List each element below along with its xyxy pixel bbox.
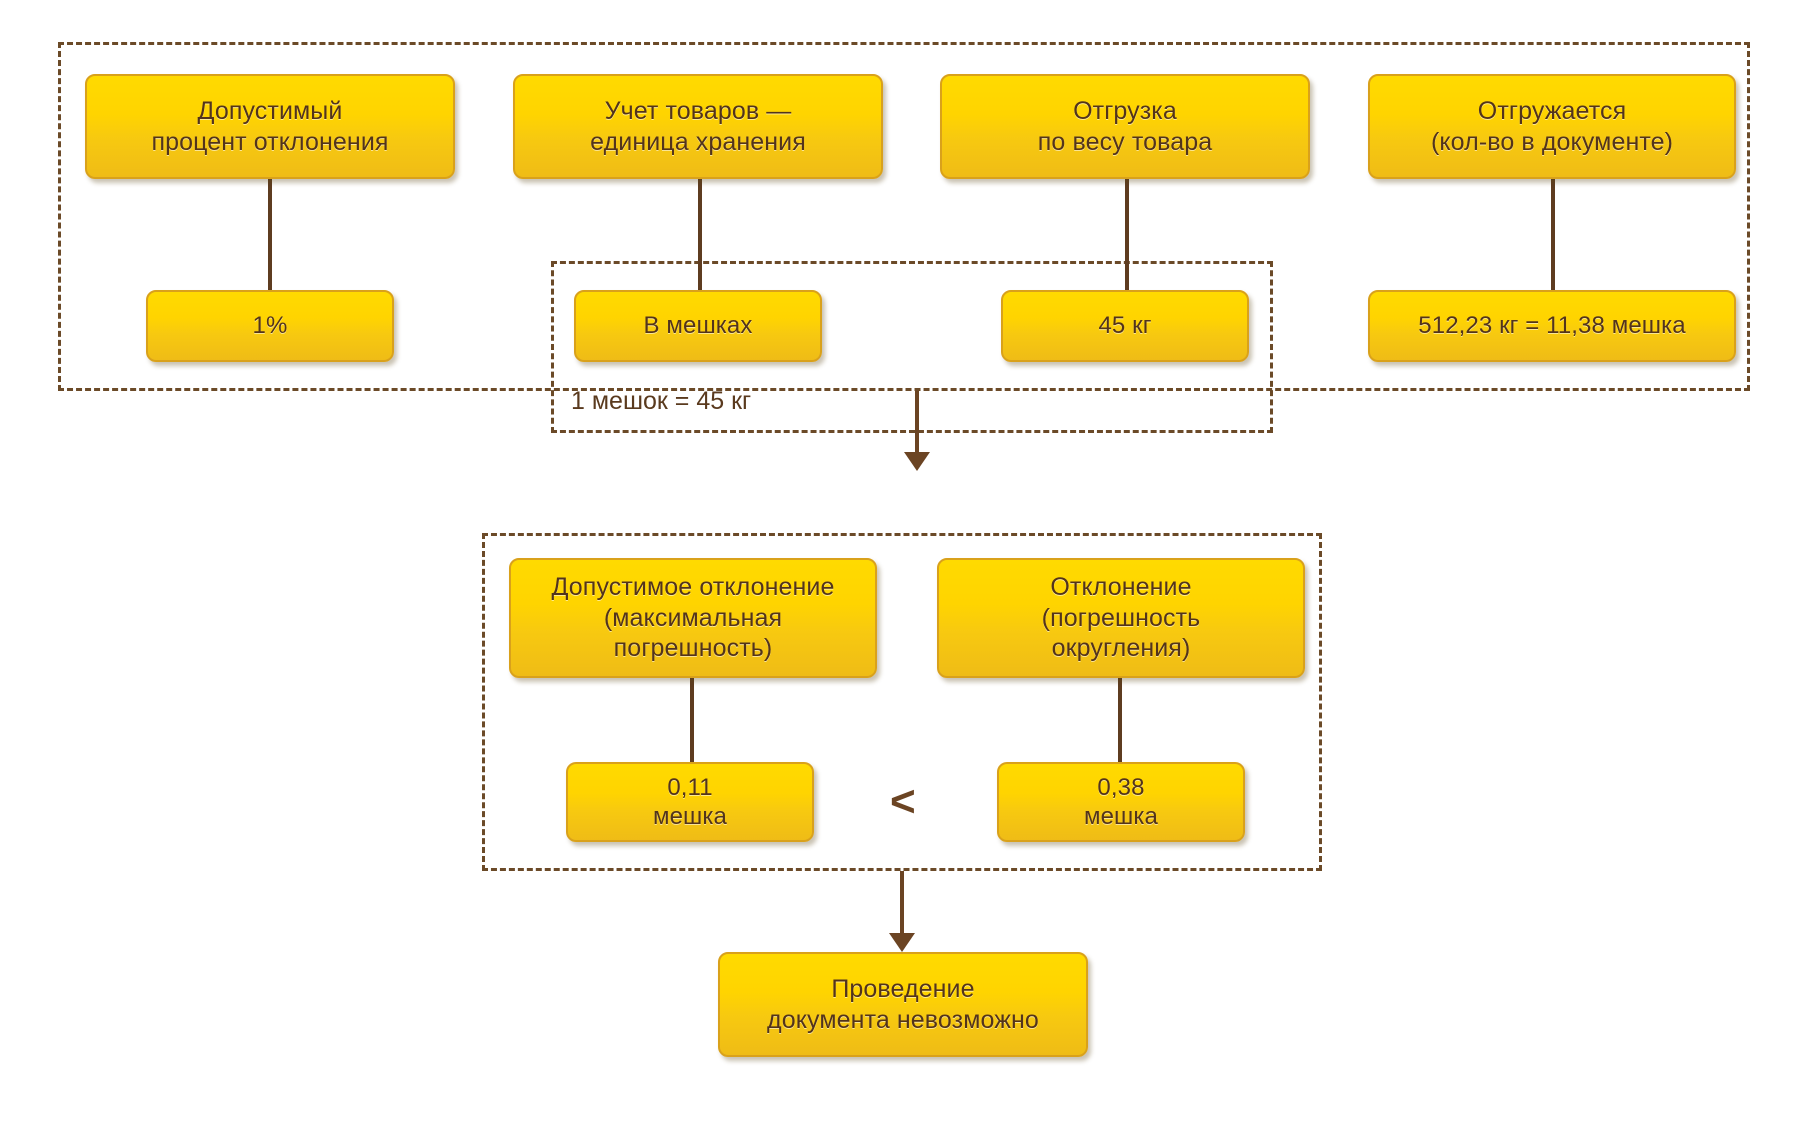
input-value-box-4[interactable]: 512,23 кг = 11,38 мешка bbox=[1368, 290, 1736, 362]
connector-line-4 bbox=[1551, 179, 1555, 290]
input-value-box-2[interactable]: В мешках bbox=[574, 290, 822, 362]
flow-arrow-inputs-to-comparison bbox=[915, 391, 919, 453]
input-value-box-1[interactable]: 1% bbox=[146, 290, 394, 362]
flow-arrow-comparison-to-result bbox=[900, 871, 904, 934]
comparison-operator: < bbox=[890, 777, 916, 826]
input-header-box-4[interactable]: Отгружается (кол-во в документе) bbox=[1368, 74, 1736, 179]
comparison-value-label-2: 0,38 мешка bbox=[1084, 773, 1158, 830]
comparison-value-box-1[interactable]: 0,11 мешка bbox=[566, 762, 814, 842]
connector-line-3 bbox=[1125, 179, 1129, 290]
comparison-value-box-2[interactable]: 0,38 мешка bbox=[997, 762, 1245, 842]
input-header-label-3: Отгрузка по весу товара bbox=[1037, 97, 1213, 156]
result-box[interactable]: Проведение документа невозможно bbox=[718, 952, 1088, 1057]
conversion-note: 1 мешок = 45 кг bbox=[571, 387, 752, 415]
input-value-label-3: 45 кг bbox=[1098, 312, 1152, 340]
comparison-group-boundary bbox=[482, 533, 1322, 871]
result-label: Проведение документа невозможно bbox=[767, 975, 1039, 1034]
input-value-label-2: В мешках bbox=[643, 312, 753, 340]
inputs-group-boundary bbox=[58, 42, 1750, 391]
input-value-box-3[interactable]: 45 кг bbox=[1001, 290, 1249, 362]
input-value-label-1: 1% bbox=[252, 312, 288, 340]
connector-line-2 bbox=[698, 179, 702, 290]
conversion-subgroup-boundary bbox=[551, 261, 1273, 433]
comparison-header-box-2[interactable]: Отклонение (погрешность округления) bbox=[937, 558, 1305, 678]
comparison-header-box-1[interactable]: Допустимое отклонение (максимальная погр… bbox=[509, 558, 877, 678]
connector-line-5 bbox=[690, 678, 694, 762]
connector-line-1 bbox=[268, 179, 272, 290]
input-header-label-1: Допустимый процент отклонения bbox=[151, 97, 389, 156]
input-header-box-3[interactable]: Отгрузка по весу товара bbox=[940, 74, 1310, 179]
input-header-box-1[interactable]: Допустимый процент отклонения bbox=[85, 74, 455, 179]
comparison-header-label-2: Отклонение (погрешность округления) bbox=[1041, 573, 1201, 663]
input-value-label-4: 512,23 кг = 11,38 мешка bbox=[1418, 312, 1686, 340]
input-header-label-4: Отгружается (кол-во в документе) bbox=[1430, 97, 1674, 156]
comparison-header-label-1: Допустимое отклонение (максимальная погр… bbox=[551, 573, 835, 663]
input-header-box-2[interactable]: Учет товаров — единица хранения bbox=[513, 74, 883, 179]
connector-line-6 bbox=[1118, 678, 1122, 762]
input-header-label-2: Учет товаров — единица хранения bbox=[590, 97, 806, 156]
comparison-value-label-1: 0,11 мешка bbox=[653, 773, 727, 830]
